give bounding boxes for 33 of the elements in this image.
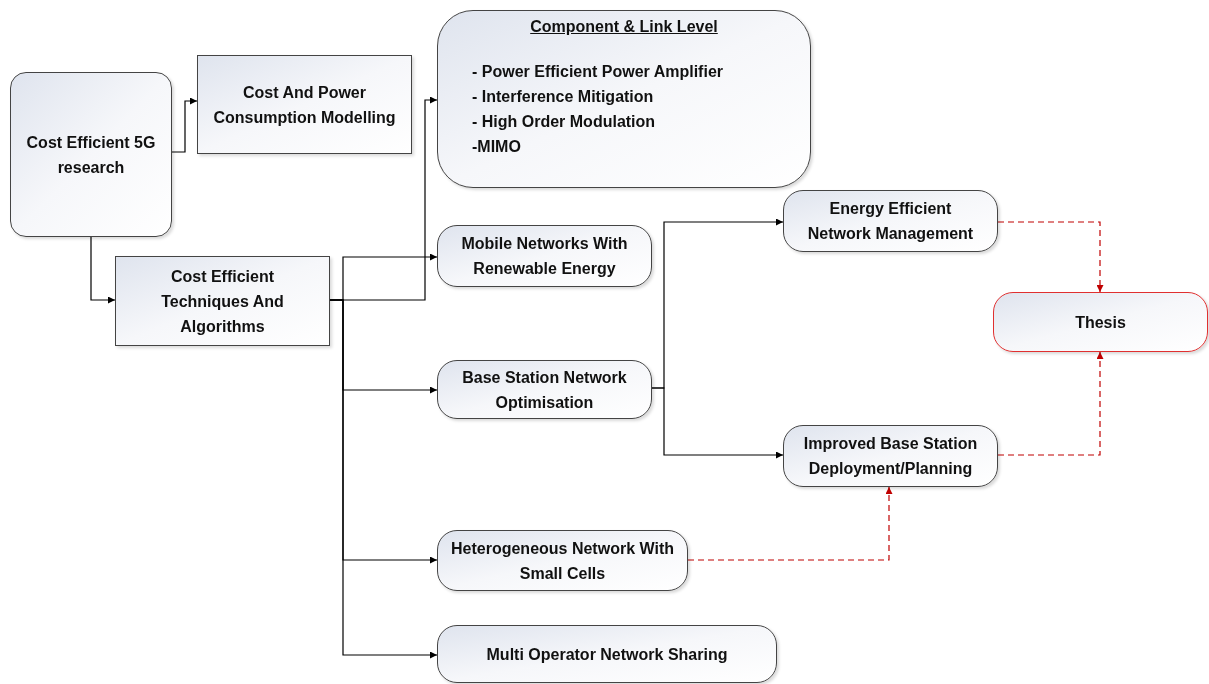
process-box xyxy=(437,530,688,591)
arrow xyxy=(997,221,1104,293)
box-label: Improved Base Station Deployment/Planning xyxy=(802,434,979,479)
box-label: Cost Efficient 5G research xyxy=(25,132,157,178)
process-box xyxy=(783,190,998,252)
box-label: Cost Efficient Techniques And Algorithms xyxy=(160,266,285,337)
list-item: - Interference Mitigation xyxy=(471,87,655,107)
process-box xyxy=(197,55,412,154)
list-item: -MIMO xyxy=(471,137,522,157)
box-label: Heterogeneous Network With Small Cells xyxy=(450,538,675,584)
box-label: Energy Efficient Network Management xyxy=(806,199,975,244)
list-item: - High Order Modulation xyxy=(471,112,657,132)
box-label: Thesis xyxy=(1075,312,1126,333)
list-item: - Power Efficient Power Amplifier xyxy=(471,62,724,82)
process-box xyxy=(993,292,1208,352)
box-label: Multi Operator Network Sharing xyxy=(486,644,728,665)
box-heading: Component & Link Level xyxy=(530,17,718,37)
box-label: Mobile Networks With Renewable Energy xyxy=(460,234,629,279)
arrow xyxy=(651,387,784,459)
arrow xyxy=(171,97,198,153)
process-box xyxy=(783,425,998,487)
arrow xyxy=(687,486,893,561)
process-box xyxy=(437,225,652,287)
box-label: Base Station Network Optimisation xyxy=(461,367,628,413)
arrow xyxy=(329,299,438,659)
arrow xyxy=(90,236,116,304)
process-box xyxy=(10,72,172,237)
process-box xyxy=(437,10,811,188)
process-box xyxy=(437,625,777,683)
arrow xyxy=(997,351,1104,456)
box-label: Cost And Power Consumption Modelling xyxy=(212,82,397,128)
process-box xyxy=(115,256,330,346)
process-box xyxy=(437,360,652,419)
